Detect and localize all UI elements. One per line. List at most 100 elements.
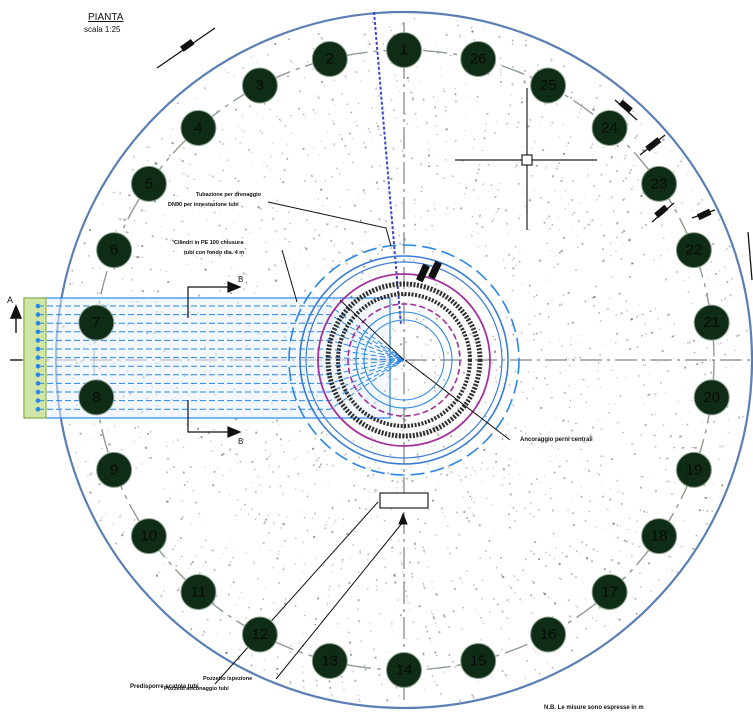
pile-9: 9 bbox=[96, 451, 133, 488]
pipe-end-dot bbox=[35, 406, 41, 412]
pile-number: 5 bbox=[145, 175, 153, 192]
pile-19: 19 bbox=[675, 451, 712, 488]
pile-circle bbox=[460, 643, 497, 679]
section-marker-a bbox=[9, 304, 23, 361]
pipe-end-dot bbox=[35, 372, 41, 378]
pipe-line bbox=[38, 359, 405, 402]
pile-circle bbox=[311, 643, 348, 679]
pile-number: 16 bbox=[540, 626, 557, 643]
pile-17: 17 bbox=[591, 574, 628, 610]
pipe-end-dot bbox=[35, 363, 41, 369]
pile-circle bbox=[675, 451, 712, 488]
pile-number: 17 bbox=[601, 584, 618, 601]
pile-23: 23 bbox=[641, 165, 678, 202]
annotation-cylinders-line2: tubi con fondo dia. 4 m bbox=[184, 250, 244, 256]
pile-14: 14 bbox=[386, 652, 422, 688]
pile-12: 12 bbox=[241, 616, 278, 653]
pile-circle bbox=[641, 165, 678, 202]
pile-22: 22 bbox=[675, 232, 712, 269]
section-marker-b-bottom bbox=[187, 400, 242, 438]
note-units: N.B. Le misure sono espresse in m bbox=[544, 705, 644, 711]
section-label-b-bottom: B bbox=[238, 437, 243, 446]
pile-number: 11 bbox=[191, 584, 207, 601]
pile-circle bbox=[386, 32, 422, 68]
pile-1: 1 bbox=[386, 32, 422, 68]
central-rings bbox=[288, 244, 520, 476]
pile-number: 23 bbox=[651, 175, 668, 192]
pile-circle bbox=[693, 304, 730, 341]
drainage-pipe-line bbox=[373, 11, 402, 326]
pile-circle bbox=[641, 518, 678, 555]
pipe-line bbox=[38, 359, 405, 376]
section-label-a: A bbox=[7, 295, 13, 305]
pipe-end-dot bbox=[35, 355, 41, 360]
pile-circle bbox=[96, 232, 133, 269]
pipe-line bbox=[38, 359, 405, 410]
pile-number: 20 bbox=[703, 389, 720, 406]
pile-24: 24 bbox=[591, 110, 628, 146]
pipe-line bbox=[38, 359, 405, 393]
pipe-end-dot bbox=[35, 389, 41, 395]
pipe-line bbox=[38, 357, 405, 361]
pile-6: 6 bbox=[96, 232, 133, 269]
pipe-end-dot bbox=[35, 381, 41, 386]
annotation-drainage-line2: DN90 per innestazione tubi bbox=[168, 202, 239, 208]
pile-circle bbox=[311, 41, 348, 77]
inspection-box bbox=[379, 492, 429, 509]
pile-number: 26 bbox=[470, 51, 487, 68]
pile-number: 3 bbox=[256, 77, 264, 94]
pile-21: 21 bbox=[693, 304, 730, 341]
pile-number: 10 bbox=[141, 528, 158, 545]
pile-number: 4 bbox=[194, 120, 202, 137]
pile-circle bbox=[96, 451, 133, 488]
annotation-cylinders-line1: Cilindri in PE 100 chiusura bbox=[174, 240, 244, 246]
pile-15: 15 bbox=[460, 643, 497, 679]
pipe-end-dot bbox=[35, 398, 41, 403]
pile-number: 18 bbox=[651, 528, 668, 545]
pipe-end-dot bbox=[35, 346, 41, 352]
pile-26: 26 bbox=[460, 41, 497, 77]
pile-number: 13 bbox=[321, 653, 338, 670]
pile-11: 11 bbox=[180, 574, 217, 610]
pile-number: 9 bbox=[110, 461, 118, 478]
pile-circle bbox=[180, 574, 217, 610]
pile-number: 21 bbox=[703, 314, 720, 331]
pile-circle bbox=[78, 304, 115, 341]
pile-number: 8 bbox=[92, 389, 100, 406]
annotation-drainage-line1: Tubazione per drenaggio bbox=[196, 192, 262, 198]
pile-circle bbox=[530, 67, 567, 104]
pile-4: 4 bbox=[180, 110, 217, 146]
plan-title: PIANTA bbox=[88, 12, 124, 23]
pile-8: 8 bbox=[78, 379, 115, 416]
pile-number: 1 bbox=[400, 42, 408, 59]
pile-number: 15 bbox=[470, 653, 487, 670]
pile-number: 14 bbox=[396, 662, 413, 679]
pipe-end-dot bbox=[35, 303, 41, 309]
pile-3: 3 bbox=[241, 67, 278, 104]
pile-circle bbox=[130, 165, 167, 202]
annotation-well-line1: Pozzetto ispezione bbox=[203, 676, 252, 682]
pile-number: 22 bbox=[686, 242, 703, 259]
pile-2: 2 bbox=[311, 41, 348, 77]
pile-circle bbox=[591, 110, 628, 146]
pile-5: 5 bbox=[130, 165, 167, 202]
plan-scale: scala 1:25 bbox=[84, 25, 121, 34]
pile-number: 12 bbox=[252, 626, 269, 643]
pipe-line bbox=[38, 322, 405, 361]
pile-circle bbox=[460, 41, 497, 77]
leader-lines bbox=[214, 201, 511, 685]
pile-circle bbox=[591, 574, 628, 610]
pile-number: 6 bbox=[110, 242, 118, 259]
pile-number: 24 bbox=[601, 120, 618, 137]
pile-circle bbox=[241, 67, 278, 104]
pile-number: 25 bbox=[540, 77, 557, 94]
pile-circle bbox=[675, 232, 712, 269]
annotation-box: Predisporre scatola tubi bbox=[130, 684, 199, 690]
pile-circle bbox=[693, 379, 730, 416]
section-label-b-top: B bbox=[238, 275, 243, 284]
pile-16: 16 bbox=[530, 616, 567, 653]
pipe-line bbox=[38, 339, 405, 361]
